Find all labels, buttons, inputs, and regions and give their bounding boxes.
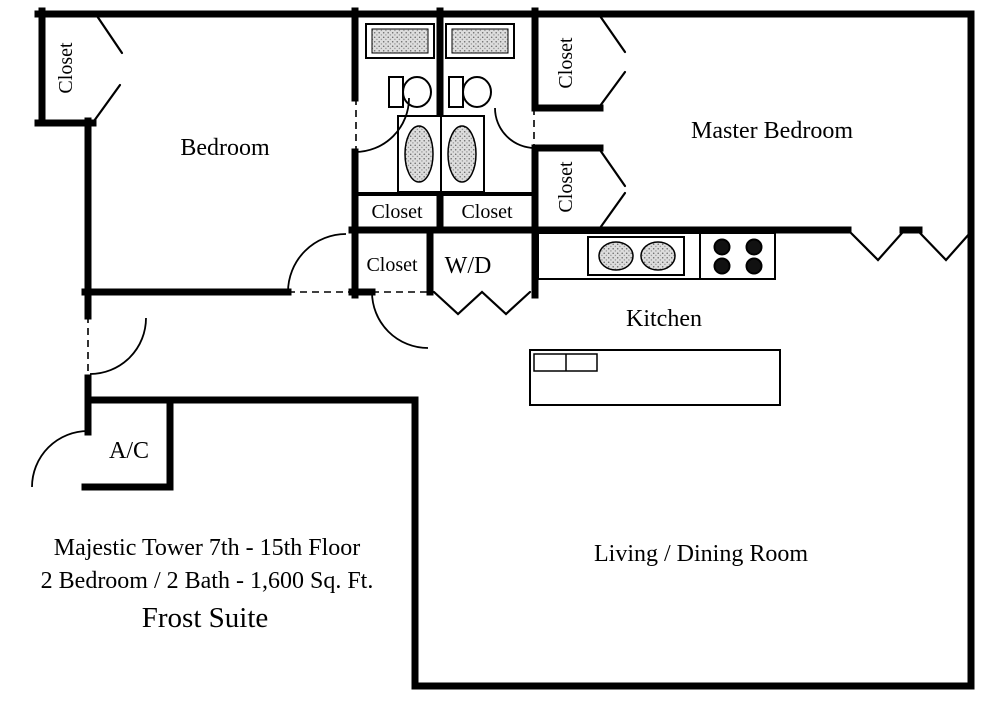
label-bedroom: Bedroom xyxy=(180,135,270,161)
mrcloset-top-door-leaf-b xyxy=(598,70,627,108)
door-openings-dashed xyxy=(87,98,535,378)
master-bedroom-door-v1 xyxy=(849,231,904,262)
closet-topleft-door-leaf-bottom xyxy=(92,83,122,123)
fixtures xyxy=(365,23,781,406)
toilet-left-tank-icon xyxy=(388,76,404,108)
door-arcs xyxy=(31,97,536,488)
label-closet-top-left: Closet xyxy=(55,42,77,94)
master-bedroom-door-v2 xyxy=(918,231,972,262)
label-master-bedroom: Master Bedroom xyxy=(691,118,853,144)
tub-right-basin xyxy=(447,125,477,183)
mrcloset-top-door-leaf-a xyxy=(598,14,627,54)
stove-icon xyxy=(699,232,776,280)
bedroom-door-arc xyxy=(287,233,347,293)
door-leaves xyxy=(92,14,972,316)
label-closet-hall: Closet xyxy=(366,254,418,276)
kitchen-sink-bowl-left xyxy=(598,241,634,271)
caption-line-2: 2 Bedroom / 2 Bath - 1,600 Sq. Ft. xyxy=(41,568,374,594)
mrcloset-bottom-door-leaf-b xyxy=(598,191,627,230)
bath-right-door-arc xyxy=(494,107,536,149)
stove-burner-2 xyxy=(745,238,763,256)
stove-burner-1 xyxy=(713,238,731,256)
tub-left-basin xyxy=(404,125,434,183)
vanity-right-basin xyxy=(451,28,509,54)
vanity-left-basin xyxy=(371,28,429,54)
label-washer-dryer: W/D xyxy=(445,253,492,279)
stove-burner-4 xyxy=(745,257,763,275)
label-closet-bath-right: Closet xyxy=(461,201,513,223)
hall-closet-door-arc xyxy=(371,291,429,349)
wall-outer xyxy=(34,10,975,690)
ac-door-arc xyxy=(31,430,89,488)
caption-line-3: Frost Suite xyxy=(142,602,269,634)
label-kitchen: Kitchen xyxy=(626,306,702,332)
mrcloset-bottom-door-leaf-a xyxy=(598,148,627,188)
walls xyxy=(34,7,975,690)
entry-door-arc xyxy=(89,317,147,375)
kitchen-sink-bowl-right xyxy=(640,241,676,271)
label-closet-master-bottom: Closet xyxy=(555,161,577,213)
caption: Majestic Tower 7th - 15th Floor 2 Bedroo… xyxy=(41,535,374,634)
toilet-right-tank-icon xyxy=(448,76,464,108)
label-ac: A/C xyxy=(109,438,149,464)
wd-bifold-doors xyxy=(432,290,532,316)
label-closet-master-top: Closet xyxy=(555,37,577,89)
caption-line-1: Majestic Tower 7th - 15th Floor xyxy=(54,535,361,561)
label-living-dining: Living / Dining Room xyxy=(594,541,808,567)
room-labels: Closet Bedroom Closet Closet Closet Clos… xyxy=(55,37,853,567)
label-closet-bath-left: Closet xyxy=(371,201,423,223)
stove-burner-3 xyxy=(713,257,731,275)
toilet-right-bowl-icon xyxy=(462,76,492,108)
closet-topleft-door-leaf-top xyxy=(95,14,124,55)
toilet-left-bowl-icon xyxy=(402,76,432,108)
bath-left-door-arc xyxy=(354,97,410,153)
